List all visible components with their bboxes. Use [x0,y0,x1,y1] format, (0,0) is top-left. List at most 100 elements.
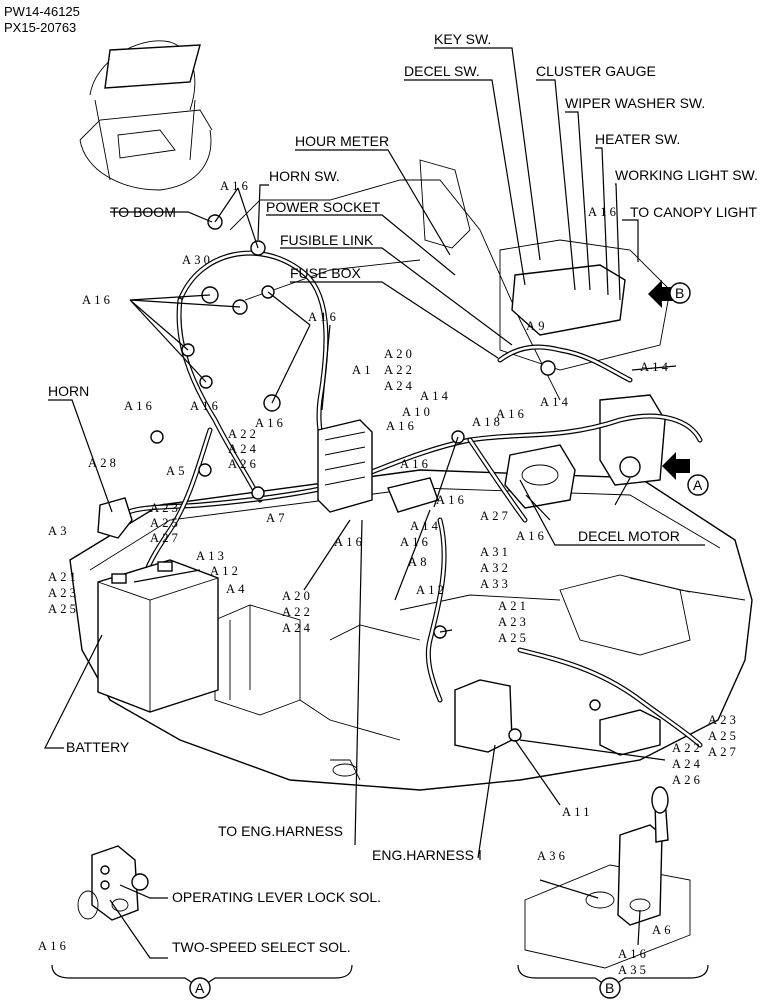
label-key-sw: KEY SW. [434,31,491,47]
callout: A4 [226,582,248,596]
callout: A21 [48,570,79,584]
callout: A11 [562,805,593,819]
callout: A16 [516,529,547,543]
callouts: A16 A16 A16 A16 A30 A16 A16 A16 A9 A14 A… [38,179,739,977]
callout: A16 [400,535,431,549]
callout: A25 [150,516,181,530]
horn-part [97,497,133,539]
callout: A35 [618,963,649,977]
battery-part [97,559,219,713]
label-hour-meter: HOUR METER [295,133,389,149]
callout: A22 [672,741,703,755]
callout: A25 [48,602,79,616]
view-arrow-a [662,452,709,496]
callout: A22 [228,427,259,441]
callout: A16 [334,535,365,549]
callout: A23 [498,615,529,629]
label-working-light-sw: WORKING LIGHT SW. [615,167,758,183]
callout: A20 [282,589,313,603]
label-horn-sw: HORN SW. [269,168,340,184]
upper-frame [69,469,753,791]
callout: A33 [480,577,511,591]
callout: A24 [282,621,313,635]
power-socket-part [387,477,439,513]
label-decel-sw: DECEL SW. [404,63,480,79]
callout: A10 [402,405,433,419]
callout: A16 [618,947,649,961]
callout: A1 [352,363,374,377]
view-a-badge [189,977,211,999]
callout: A27 [480,509,511,523]
callout: A22 [384,363,415,377]
callout: A5 [166,464,188,478]
callout: A7 [266,511,288,525]
view-arrow-b [648,280,691,308]
label-decel-motor: DECEL MOTOR [578,528,680,544]
callout: A27 [708,745,739,759]
label-fuse-box: FUSE BOX [290,265,361,281]
label-eng-harness: ENG.HARNESS [372,847,474,863]
callout: A30 [182,253,213,267]
callout: A16 [308,310,339,324]
callout: A16 [38,939,69,953]
callout: A32 [480,561,511,575]
view-arrow-a-letter: A [693,477,703,493]
callout: A16 [400,457,431,471]
callout: A23 [708,713,739,727]
view-b-badge [599,977,621,999]
label-two-speed-select-sol: TWO-SPEED SELECT SOL. [172,939,351,955]
callout: A14 [640,360,671,374]
label-to-canopy-light: TO CANOPY LIGHT [630,204,758,220]
label-operating-lever-lock-sol: OPERATING LEVER LOCK SOL. [172,889,381,905]
label-to-boom: TO BOOM [110,204,176,220]
callout: A13 [196,549,227,563]
callout: A24 [228,442,259,456]
leader-lines [44,47,705,959]
callout: A16 [255,416,286,430]
label-fusible-link: FUSIBLE LINK [280,232,374,248]
callout: A16 [496,407,527,421]
callout: A24 [384,379,415,393]
callout: A27 [150,531,181,545]
callout: A22 [282,605,313,619]
header-ref-2: PX15-20763 [4,20,76,35]
callout: A6 [652,923,674,937]
callout: A26 [228,457,259,471]
callout: A31 [480,545,511,559]
view-arrow-b-letter: B [675,285,684,301]
callout: A36 [537,849,568,863]
label-horn: HORN [48,383,89,399]
callout: A25 [498,631,529,645]
label-battery: BATTERY [66,739,130,755]
view-b-badge-letter: B [605,980,614,996]
callout: A12 [416,583,447,597]
callout: A24 [672,757,703,771]
fuse-box [317,419,373,513]
callout: A25 [708,729,739,743]
callout: A21 [498,599,529,613]
callout: A16 [588,205,619,219]
callout: A20 [384,347,415,361]
callout: A16 [436,493,467,507]
callout: A14 [410,519,441,533]
callout: A14 [420,389,451,403]
callout: A16 [82,293,113,307]
callout: A16 [220,179,251,193]
machine-thumbnail [79,40,213,191]
callout: A14 [540,395,571,409]
callout: A16 [386,419,417,433]
view-a-badge-letter: A [195,980,205,996]
label-cluster-gauge: CLUSTER GAUGE [536,63,656,79]
callout: A3 [48,524,70,538]
callout: A8 [408,555,430,569]
callout: A12 [210,564,241,578]
header-ref-1: PW14-46125 [4,4,80,19]
callout: A23 [150,501,181,515]
decel-motor [504,444,576,509]
label-to-eng-harness: TO ENG.HARNESS [218,823,343,839]
callout: A26 [672,773,703,787]
label-power-socket: POWER SOCKET [266,199,381,215]
inset-b-drawing [517,786,709,989]
